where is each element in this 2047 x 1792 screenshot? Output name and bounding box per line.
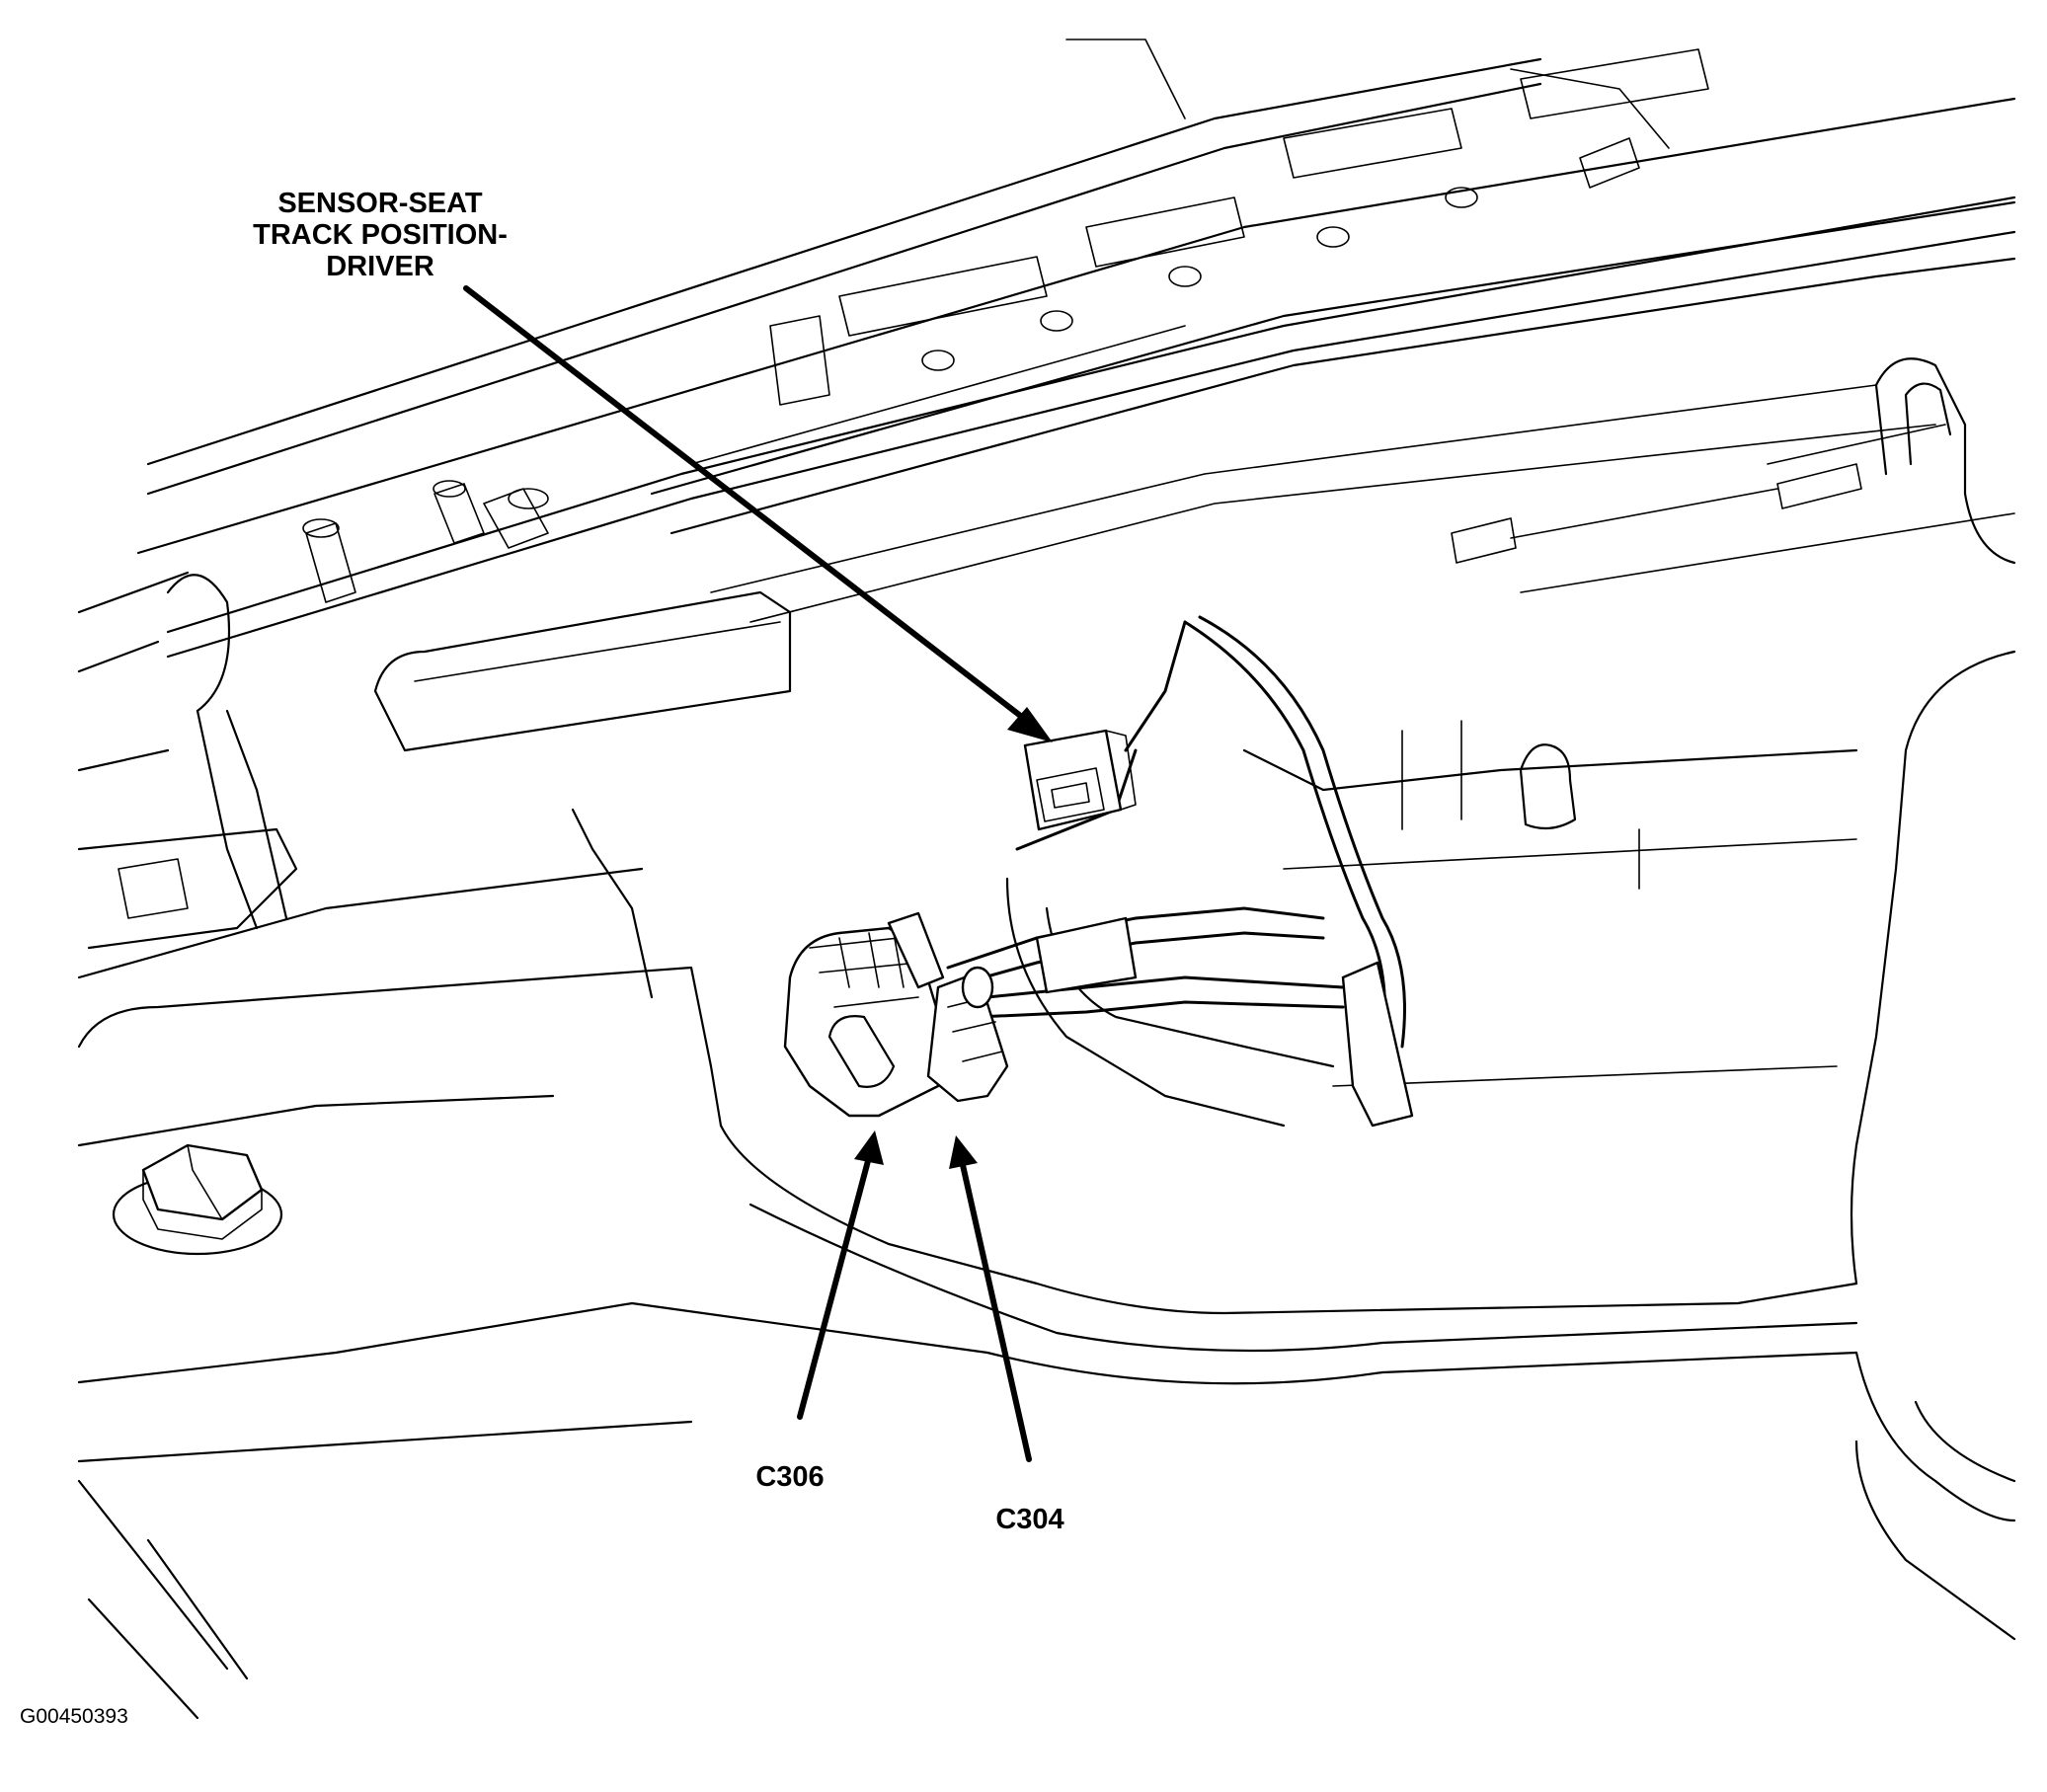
connector-c306 (783, 911, 950, 1118)
pointer-arrows (463, 285, 1053, 1462)
sensor-label-line3: DRIVER (326, 251, 434, 282)
sensor-callout-label: SENSOR-SEAT TRACK POSITION- DRIVER (227, 188, 533, 282)
hex-bolt (112, 1143, 283, 1256)
sensor-label-line1: SENSOR-SEAT (277, 188, 483, 219)
sensor-label-line2: TRACK POSITION- (253, 219, 508, 251)
arrow-sensor (463, 285, 1030, 724)
c306-label: C306 (755, 1461, 825, 1493)
left-hardware (77, 480, 792, 979)
seat-track-position-sensor (1023, 729, 1137, 831)
figure-id: G00450393 (20, 1705, 128, 1728)
right-bracket (1451, 357, 2016, 593)
seat-track-rail (136, 39, 2016, 659)
wiring-harness (946, 615, 1414, 1128)
connector-c304 (926, 966, 1009, 1103)
arrow-c304 (960, 1162, 1032, 1462)
arrow-c306 (797, 1154, 872, 1420)
c304-label: C304 (995, 1504, 1064, 1535)
